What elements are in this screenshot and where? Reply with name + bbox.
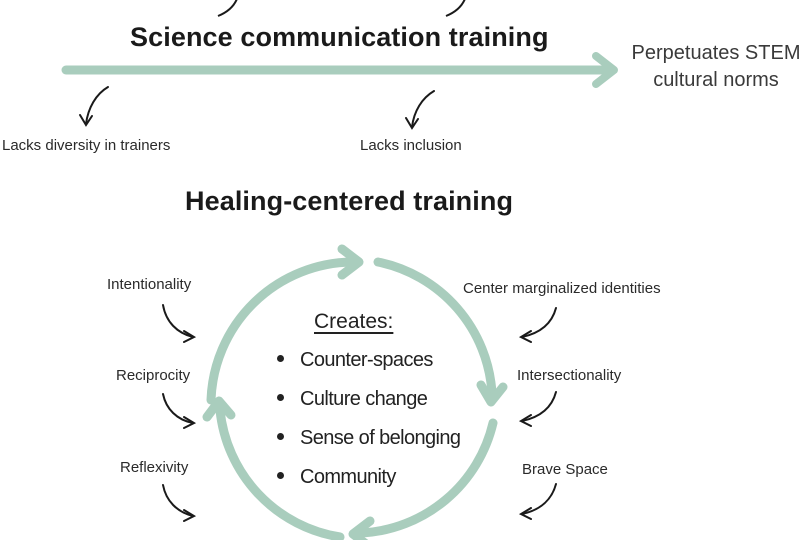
curved-arrow-icon	[518, 391, 557, 427]
list-item: Sense of belonging	[277, 419, 461, 458]
main-arrow	[61, 52, 618, 88]
top-partial-arrow-right	[445, 0, 466, 17]
label-reflexivity: Reflexivity	[120, 459, 189, 476]
curved-arrow-icon	[405, 90, 435, 130]
label-center-marginalized-identities: Center marginalized identities	[463, 280, 661, 297]
creates-heading: Creates:	[314, 310, 394, 333]
outcome-text: Perpetuates STEM cultural norms	[618, 40, 810, 94]
curved-arrow-icon	[518, 483, 557, 520]
list-item: Counter-spaces	[277, 341, 460, 380]
label-reciprocity: Reciprocity	[116, 367, 191, 384]
issue-label-inclusion: Lacks inclusion	[360, 137, 462, 154]
label-brave-space: Brave Space	[522, 461, 608, 478]
issue-label-diversity: Lacks diversity in trainers	[2, 137, 171, 154]
label-intentionality: Intentionality	[107, 276, 192, 293]
curved-arrow-icon	[79, 86, 109, 127]
bottom-diagram-title: Healing-centered training	[185, 186, 514, 216]
curved-arrow-icon	[518, 307, 557, 343]
cycle-diagram	[202, 244, 508, 540]
curved-arrow-icon	[162, 393, 197, 429]
top-diagram-title: Science communication training	[130, 22, 549, 52]
list-item: Culture change	[277, 380, 460, 419]
curved-arrow-icon	[162, 304, 197, 343]
creates-list: Counter-spaces Culture change Sense of b…	[277, 341, 461, 497]
outcome-line-2: cultural norms	[653, 69, 779, 91]
label-intersectionality: Intersectionality	[517, 367, 622, 384]
outcome-line-1: Perpetuates STEM	[631, 42, 801, 64]
curved-arrow-icon	[162, 484, 197, 522]
top-partial-arrow-left	[217, 0, 238, 17]
list-item: Community	[277, 458, 460, 497]
